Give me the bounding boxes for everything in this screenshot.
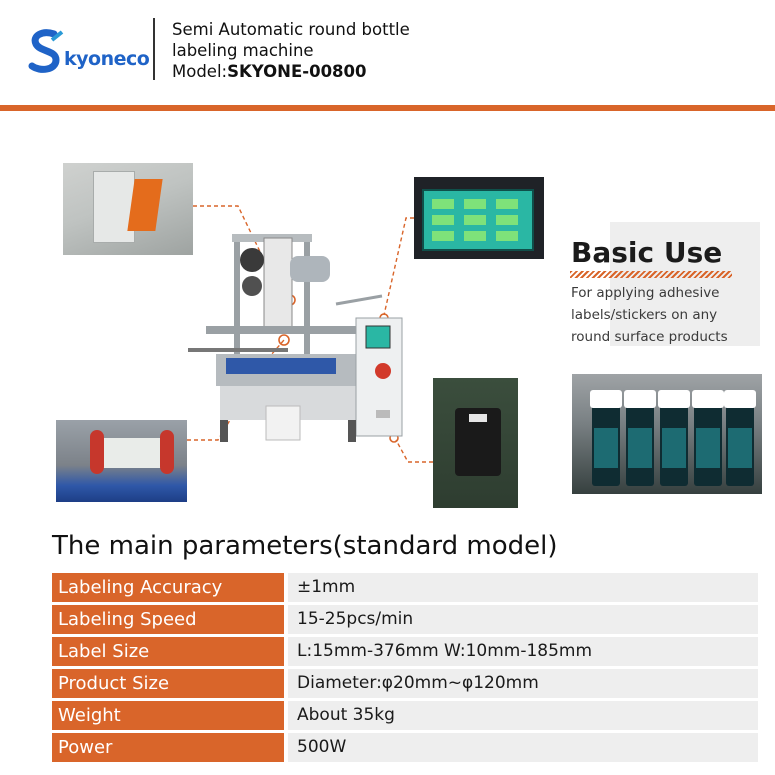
param-label: Labeling Accuracy [52,573,284,602]
param-value: About 35kg [288,701,758,730]
labeling-machine-illustration [188,234,403,442]
labeled-bottles-photo [572,374,762,494]
basic-use-title: Basic Use [571,236,723,269]
logo-wordmark: kyoneco [64,48,150,70]
basic-use-line-2: labels/stickers on any [571,307,718,323]
param-label: Power [52,733,284,762]
foot-pedal-photo [433,378,518,508]
basic-use-line-3: round surface products [571,329,728,345]
param-row: Product Size Diameter:φ20mm~φ120mm [52,669,758,698]
parameters-title: The main parameters(standard model) [52,531,558,561]
basic-use-line-1: For applying adhesive [571,285,720,301]
header-accent-bar [0,105,775,111]
param-row: Label Size L:15mm-376mm W:10mm-185mm [52,637,758,666]
param-label: Weight [52,701,284,730]
header-divider [153,18,155,80]
param-value: 500W [288,733,758,762]
product-title-line2: labeling machine [172,41,314,60]
param-row: Labeling Accuracy ±1mm [52,573,758,602]
labeling-roller-detail-photo [56,420,187,502]
param-value: L:15mm-376mm W:10mm-185mm [288,637,758,666]
param-row: Labeling Speed 15-25pcs/min [52,605,758,634]
brand-logo: kyoneco [28,28,150,78]
product-title-line1: Semi Automatic round bottle [172,20,410,39]
skyoneco-logo-icon [28,29,64,73]
param-label: Label Size [52,637,284,666]
touch-screen-detail-photo [414,177,544,259]
model-line: Model:SKYONE-00800 [172,62,367,81]
basic-use-underline [570,271,732,278]
param-value: 15-25pcs/min [288,605,758,634]
model-label: Model: [172,62,228,81]
param-value: ±1mm [288,573,758,602]
param-row: Weight About 35kg [52,701,758,730]
model-value: SKYONE-00800 [227,62,367,81]
param-row: Power 500W [52,733,758,762]
param-value: Diameter:φ20mm~φ120mm [288,669,758,698]
param-label: Labeling Speed [52,605,284,634]
basic-use-panel-bg [610,222,760,346]
label-roll-detail-photo [63,163,193,255]
param-label: Product Size [52,669,284,698]
